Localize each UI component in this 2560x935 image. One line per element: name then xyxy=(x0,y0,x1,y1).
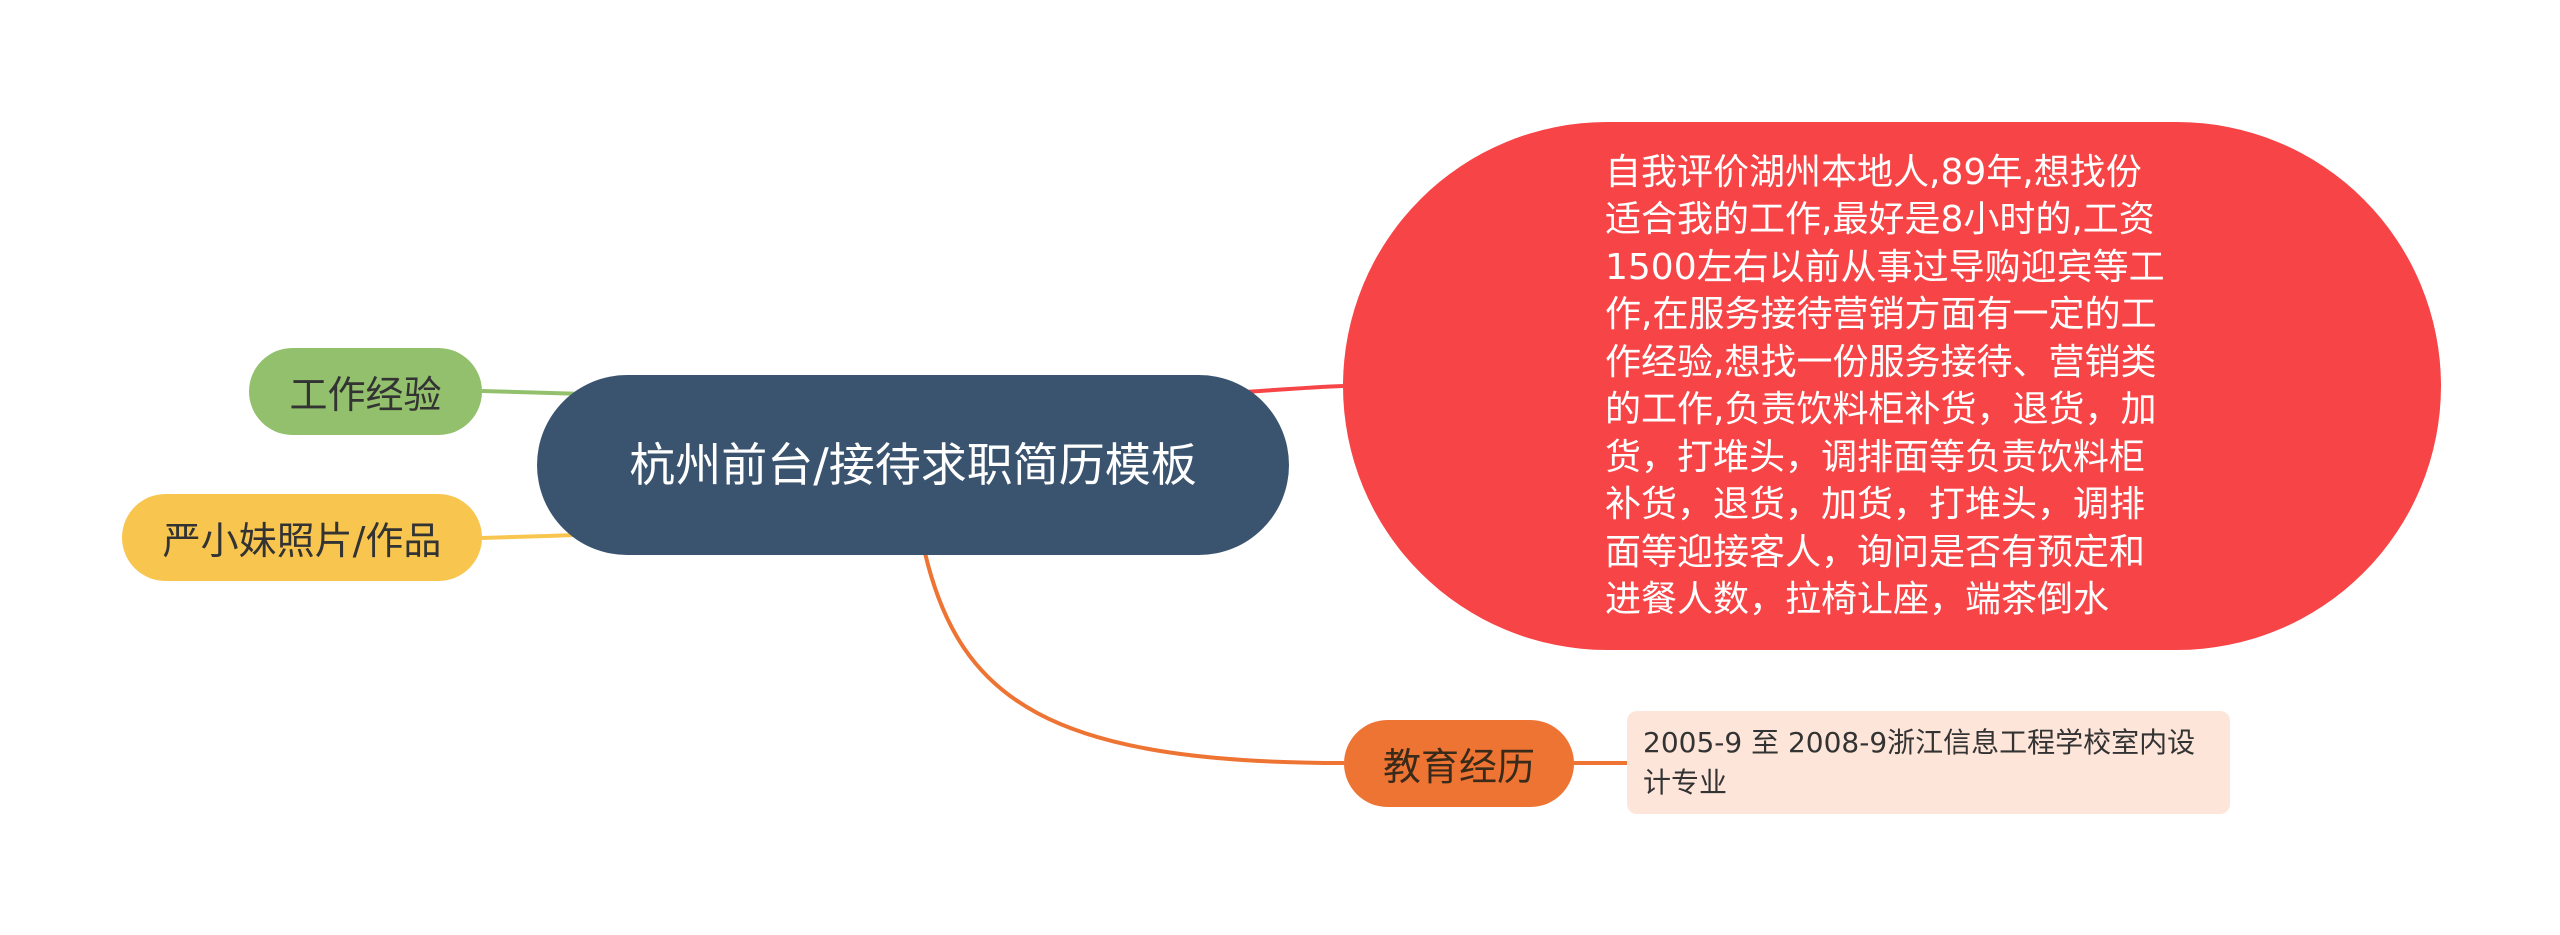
branch-work-experience[interactable]: 工作经验 xyxy=(249,348,482,435)
branch-self-evaluation-label: 自我评价湖州本地人,89年,想找份适合我的工作,最好是8小时的,工资1500左右… xyxy=(1605,151,2165,621)
connector-education xyxy=(923,552,1345,765)
education-detail-label: 2005-9 至 2008-9浙江信息工程学校室内设计专业 xyxy=(1643,725,2196,799)
central-topic-label: 杭州前台/接待求职简历模板 xyxy=(629,438,1197,492)
branch-photo-works[interactable]: 严小妹照片/作品 xyxy=(122,494,482,581)
branch-education[interactable]: 教育经历 xyxy=(1344,720,1574,807)
branch-self-evaluation[interactable]: 自我评价湖州本地人,89年,想找份适合我的工作,最好是8小时的,工资1500左右… xyxy=(1343,122,2441,650)
connector-self-evaluation xyxy=(1244,384,1344,394)
branch-work-experience-label: 工作经验 xyxy=(289,373,442,417)
branch-photo-works-label: 严小妹照片/作品 xyxy=(162,519,442,563)
connector-photo-works xyxy=(481,533,576,540)
education-detail[interactable]: 2005-9 至 2008-9浙江信息工程学校室内设计专业 xyxy=(1627,711,2230,814)
connector-work-experience xyxy=(481,389,586,396)
central-topic[interactable]: 杭州前台/接待求职简历模板 xyxy=(537,375,1289,555)
branch-education-label: 教育经历 xyxy=(1382,745,1535,789)
